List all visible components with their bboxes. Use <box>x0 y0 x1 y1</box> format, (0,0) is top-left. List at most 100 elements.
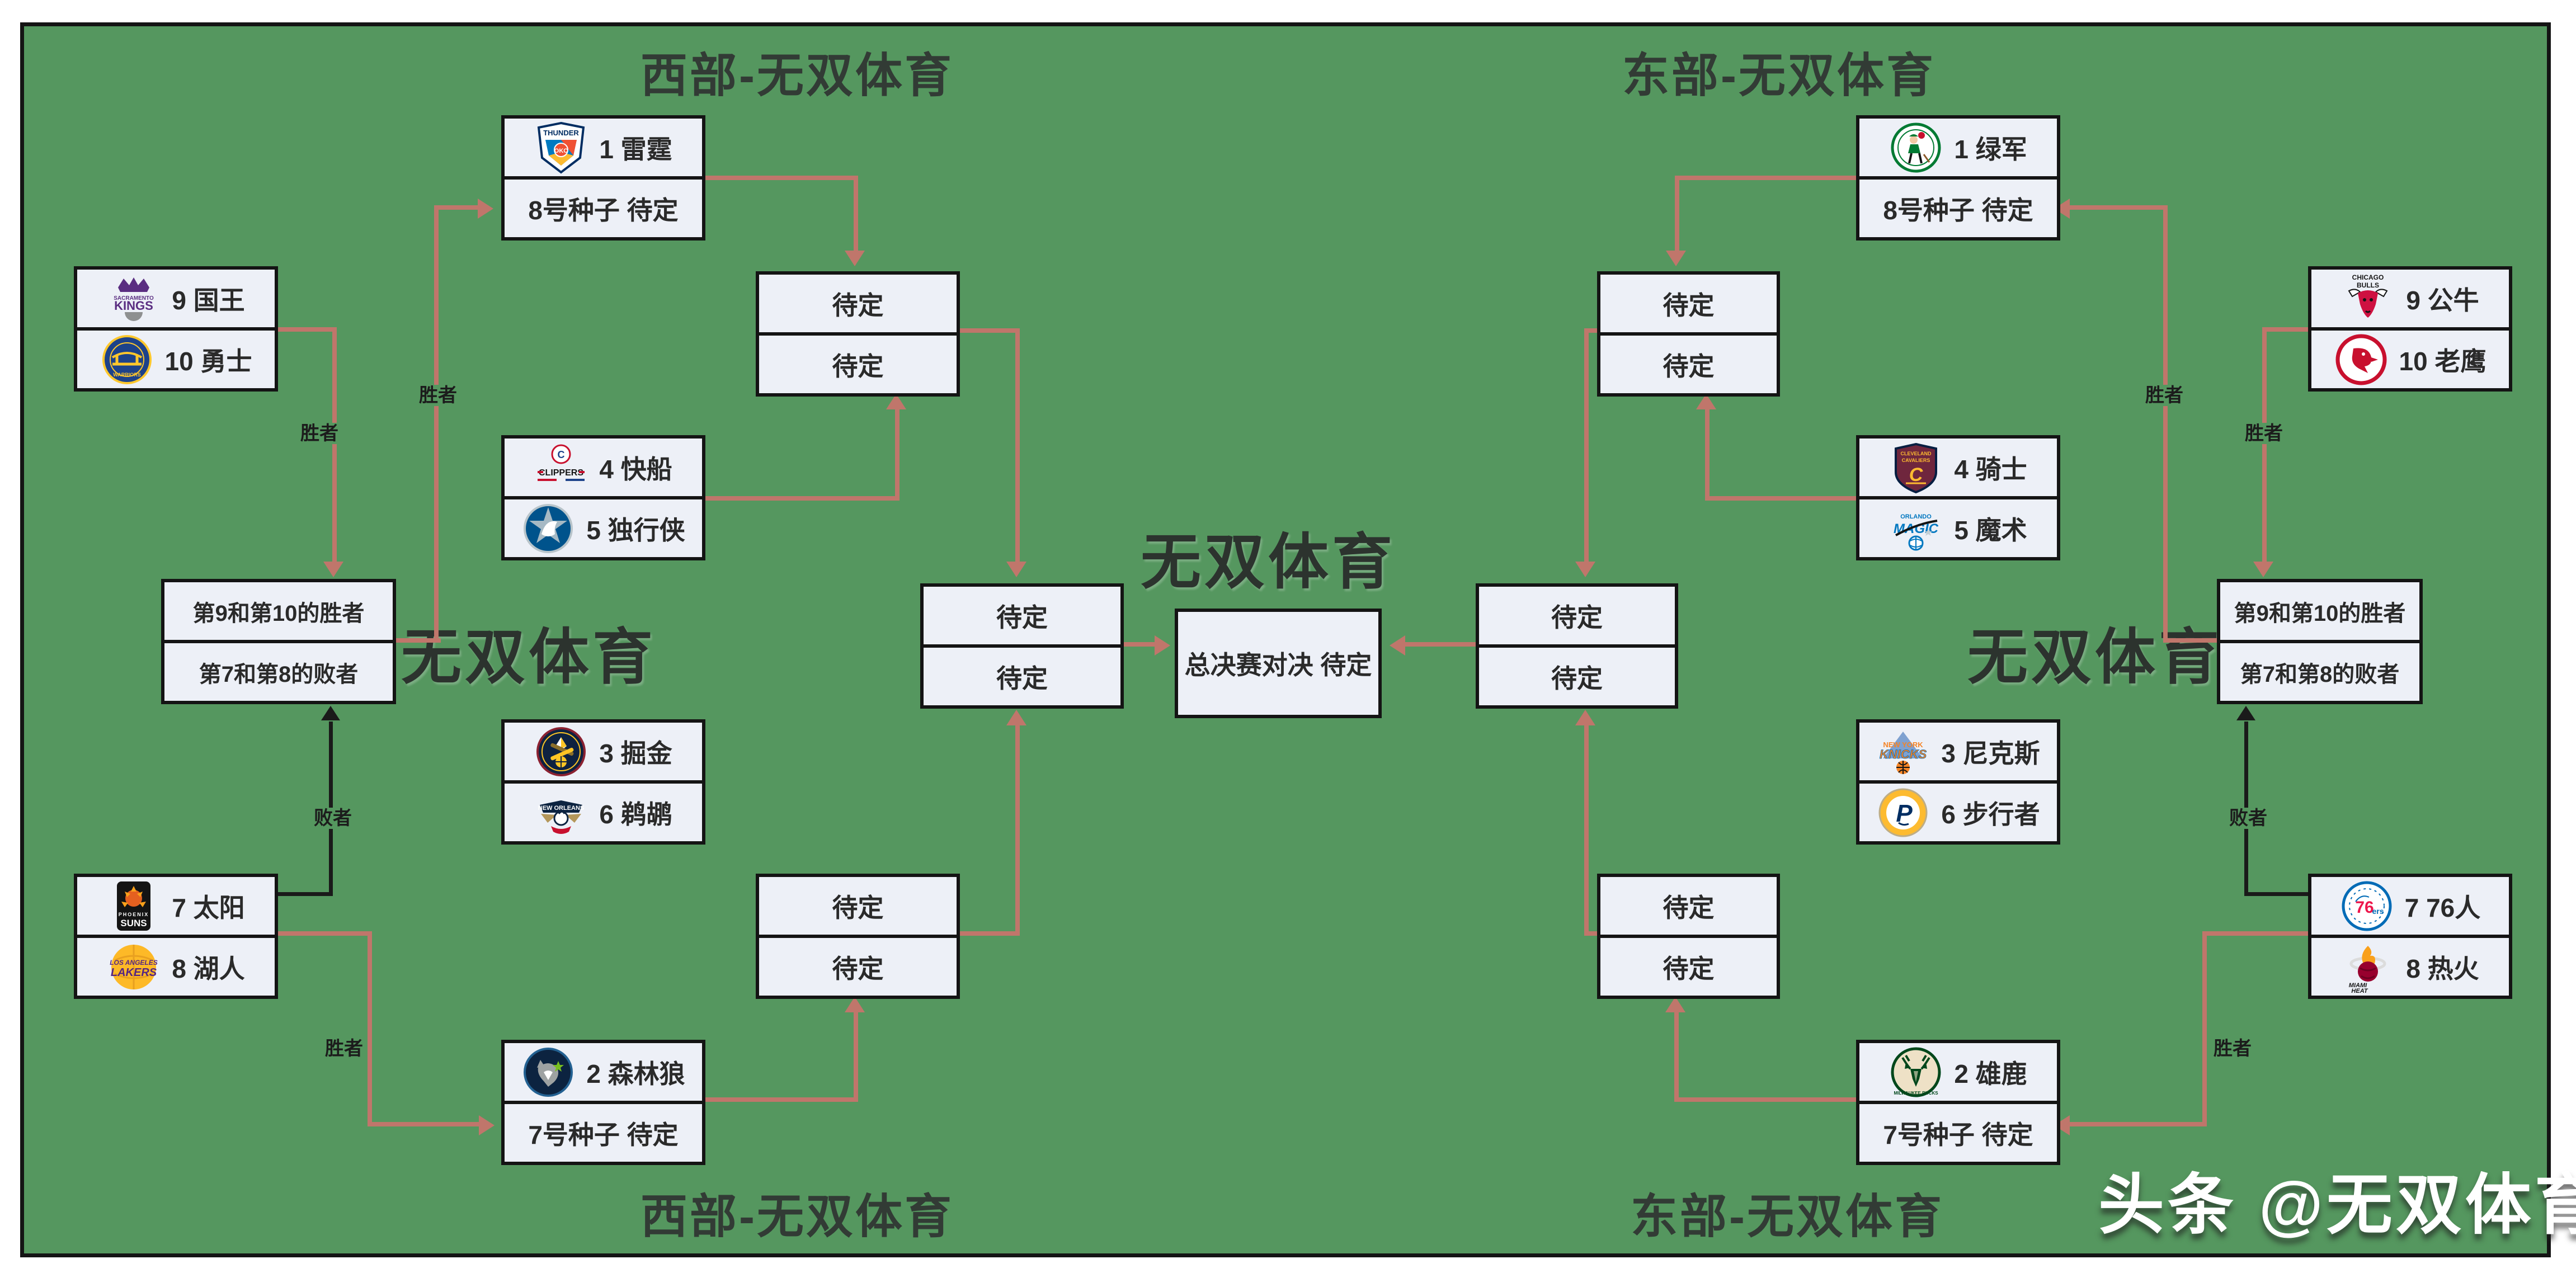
match-east-playin-final: 第9和第10的胜者 第7和第8的败者 <box>2217 579 2423 704</box>
east-78-winner-label: 胜者 <box>2211 1038 2254 1059</box>
west-playin-final-winner-line-v <box>434 205 439 643</box>
east-910-winner-line-h <box>2264 327 2308 332</box>
west-semibot-winner-line-v <box>1015 725 1020 936</box>
playin-winner-row: 第9和第10的胜者 <box>2220 582 2419 640</box>
match-west-round1-seed2: 2 森林狼 7号种子 待定 <box>501 1040 705 1165</box>
west-910-winner-label: 胜者 <box>298 423 341 444</box>
west-910-winner-arrow <box>323 562 343 577</box>
svg-text:SACRAMENTO: SACRAMENTO <box>114 295 154 301</box>
west-78-loser-label: 败者 <box>311 808 355 829</box>
nuggets-logo <box>536 727 586 776</box>
slot-label: 待定 <box>832 954 884 983</box>
svg-text:NEW YORK: NEW YORK <box>1883 741 1924 749</box>
team-label: 6 步行者 <box>1941 799 2040 829</box>
slot-label: 待定 <box>1551 602 1603 632</box>
east-seed2-winner-arrow <box>1665 997 1685 1012</box>
east-seed2-winner-line-h <box>1674 1097 1856 1102</box>
match-east-semifinal-bottom: 待定 待定 <box>1597 874 1780 999</box>
slot-label: 待定 <box>1663 893 1715 922</box>
slot-label: 8号种子 待定 <box>1883 195 2033 225</box>
team-label: 1 绿军 <box>1954 134 2027 164</box>
slot-label: 待定 <box>1663 290 1715 320</box>
warriors-logo: WARRIORS <box>102 334 152 384</box>
svg-text:76: 76 <box>2355 898 2374 917</box>
west-78-winner-line-h1 <box>271 931 372 936</box>
team-label: 2 森林狼 <box>586 1059 685 1088</box>
tbd-row: 待定 <box>1600 332 1777 393</box>
slot-label: 第7和第8的败者 <box>2240 662 2400 687</box>
svg-text:MILWAUKEE BUCKS: MILWAUKEE BUCKS <box>1894 1091 1939 1096</box>
svg-text:KINGS: KINGS <box>114 299 153 313</box>
svg-text:LOS ANGELES: LOS ANGELES <box>110 959 158 966</box>
west-semitop-winner-line-v <box>1015 328 1020 564</box>
bucks-logo: MILWAUKEE BUCKS <box>1891 1047 1941 1097</box>
east-seed1-winner-arrow <box>1666 251 1686 266</box>
west-seed1-winner-line-v <box>854 176 858 254</box>
east-semibot-winner-line-v <box>1584 725 1589 936</box>
seed8-slot-row: 8号种子 待定 <box>1859 176 2057 237</box>
team-label: 9 公牛 <box>2406 285 2479 315</box>
watermark-left: 无双体育 <box>401 623 657 691</box>
tbd-row: 待定 <box>1479 644 1675 705</box>
match-west-playin-final: 第9和第10的胜者 第7和第8的败者 <box>161 579 396 704</box>
svg-text:CHICAGO: CHICAGO <box>2352 274 2384 281</box>
west-45-winner-line-v <box>895 409 900 501</box>
svg-text:THUNDER: THUNDER <box>544 129 580 137</box>
east-semitop-winner-line-h <box>1584 328 1601 333</box>
team-row-celtics: 1 绿军 <box>1859 119 2057 176</box>
east-910-winner-label: 胜者 <box>2242 423 2286 444</box>
svg-text:CLEVELAND: CLEVELAND <box>1901 451 1932 456</box>
svg-text:WARRIORS: WARRIORS <box>113 372 141 378</box>
tbd-row: 待定 <box>1600 877 1777 935</box>
west-seed1-winner-arrow <box>845 251 865 266</box>
tbd-row: 待定 <box>1479 587 1675 644</box>
team-row-timberwolves: 2 森林狼 <box>505 1043 702 1101</box>
pacers-logo: P <box>1878 788 1928 837</box>
slot-label: 第9和第10的胜者 <box>192 601 365 626</box>
west-bottom-title: 西部-无双体育 <box>641 1190 954 1243</box>
west-playin-final-winner-line-h1 <box>389 638 441 643</box>
slot-label: 待定 <box>832 290 884 320</box>
svg-text:CAVALIERS: CAVALIERS <box>1902 458 1930 463</box>
east-78-loser-arrow <box>2236 706 2255 720</box>
tbd-row: 待定 <box>759 935 957 996</box>
east-78-loser-line-h <box>2244 892 2308 896</box>
east-final-winner-arrow <box>1390 635 1405 656</box>
tbd-row: 待定 <box>924 644 1120 705</box>
east-top-title: 东部-无双体育 <box>1622 49 1935 102</box>
match-west-semifinal-bottom: 待定 待定 <box>756 874 960 999</box>
slot-label: 待定 <box>1663 954 1715 983</box>
team-label: 8 热火 <box>2406 954 2479 983</box>
team-label: 7 76人 <box>2404 893 2481 922</box>
east-semibot-winner-line-h <box>1584 931 1601 936</box>
slot-label: 待定 <box>996 602 1048 632</box>
team-label: 1 雷霆 <box>599 134 672 164</box>
slot-label: 待定 <box>832 351 884 381</box>
east-910-winner-arrow <box>2253 562 2273 577</box>
tbd-row: 待定 <box>1600 275 1777 332</box>
match-east-round1-seed1: 1 绿军 8号种子 待定 <box>1856 115 2060 241</box>
team-row-hawks: 10 老鹰 <box>2311 327 2509 388</box>
west-playin-final-winner-line-h2 <box>434 205 478 210</box>
east-78-winner-line-h1 <box>2205 931 2308 936</box>
team-row-nuggets: 3 掘金 <box>505 723 702 780</box>
tbd-row: 待定 <box>759 332 957 393</box>
footer-watermark: 头条 @无双体育 <box>2098 1168 2576 1242</box>
east-seed1-winner-line-h <box>1677 176 1856 180</box>
west-semibot-winner-line-h <box>953 931 1020 936</box>
team-label: 9 国王 <box>172 285 245 315</box>
seed7-slot-row: 7号种子 待定 <box>1859 1101 2057 1162</box>
timberwolves-logo <box>524 1047 573 1097</box>
